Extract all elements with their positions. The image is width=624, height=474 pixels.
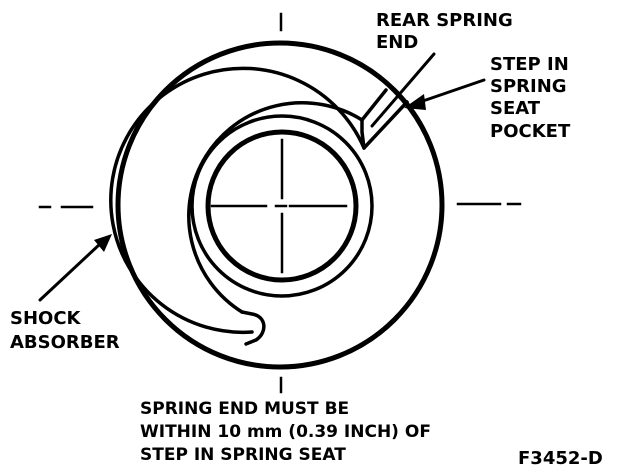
figure-id: F3452-D [518, 448, 603, 469]
spring-coil-outer [109, 66, 409, 335]
leader-rear-spring-end [370, 52, 436, 128]
label-shock-absorber: SHOCK ABSORBER [10, 308, 120, 353]
spring-seat-pocket-step [360, 118, 366, 150]
rear-spring-end [240, 310, 266, 346]
arrowhead-shock-absorber [94, 234, 112, 252]
installation-note: SPRING END MUST BE WITHIN 10 mm (0.39 IN… [140, 399, 437, 465]
spring-seat-outer-circle [115, 40, 445, 370]
arrowhead-step-pocket [404, 94, 426, 110]
inner-ring [190, 114, 374, 298]
leader-shock-absorber [38, 242, 102, 302]
label-rear-spring-end: REAR SPRING END [376, 10, 519, 53]
label-step-in-spring-seat-pocket: STEP IN SPRING SEAT POCKET [490, 54, 575, 142]
leader-step-pocket [418, 78, 486, 104]
shock-absorber-bore-circle [205, 129, 359, 283]
